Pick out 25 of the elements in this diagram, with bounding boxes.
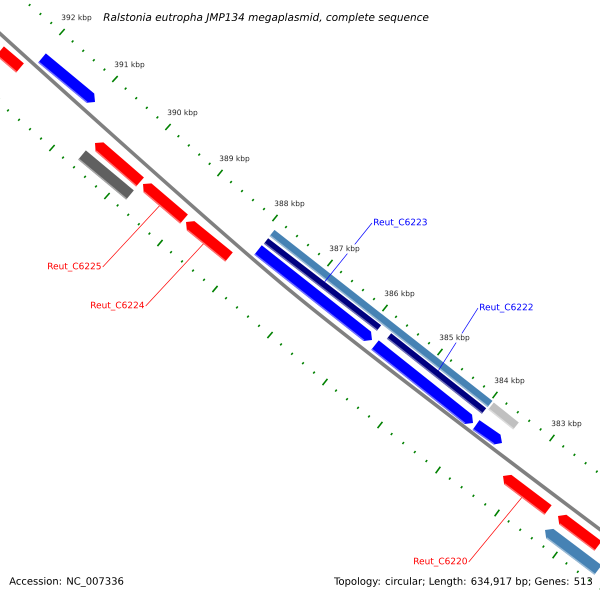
gene-marker bbox=[254, 245, 372, 341]
leader-line bbox=[468, 497, 522, 562]
footer-text: Topology: circular; Length: 634,917 bp; Genes: 513 bbox=[334, 577, 592, 587]
gene-marker bbox=[558, 514, 600, 551]
gene-marker bbox=[38, 53, 95, 103]
gene-marker bbox=[371, 340, 473, 424]
gene-label: Reut_C6222 bbox=[480, 304, 533, 312]
gene-label: Reut_C6224 bbox=[91, 302, 144, 310]
gene-marker bbox=[78, 150, 134, 200]
gene-marker bbox=[472, 420, 502, 445]
gene-marker bbox=[503, 474, 552, 515]
gene-marker bbox=[186, 221, 233, 262]
gene-marker bbox=[95, 142, 144, 187]
title: Ralstonia eutropha JMP134 megaplasmid, complete sequence bbox=[103, 12, 428, 24]
gene-marker bbox=[488, 402, 519, 430]
gene-marker bbox=[0, 46, 24, 73]
leader-line bbox=[102, 206, 160, 268]
gene-label: Reut_C6223 bbox=[374, 218, 427, 228]
gene-label: Reut_C6225 bbox=[48, 262, 101, 272]
leader-line bbox=[438, 308, 478, 371]
leader-line bbox=[145, 244, 204, 306]
footer-text: Accession: NC_007336 bbox=[9, 577, 124, 587]
gene-label: Reut_C6220 bbox=[414, 558, 467, 566]
gene-marker bbox=[545, 528, 600, 575]
gene-marker bbox=[143, 183, 188, 224]
